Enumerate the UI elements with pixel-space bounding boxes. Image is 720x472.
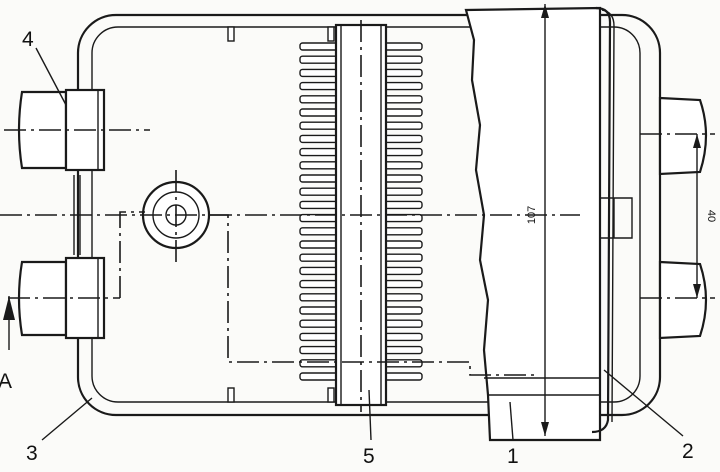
heatsink-fin-right: [383, 240, 423, 249]
heatsink-fin-left: [299, 55, 339, 64]
heatsink-fin-left: [299, 279, 339, 289]
dimension-pitch: [693, 134, 701, 298]
heatsink-fin-left: [299, 306, 339, 315]
heatsink-fin-right: [383, 42, 423, 51]
heatsink-fin-left: [299, 345, 339, 355]
heatsink-fin-right: [383, 253, 423, 262]
heatsink-fin-left: [299, 359, 339, 368]
heatsink-fin-left: [299, 95, 339, 104]
heatsink-fin-right: [383, 279, 423, 289]
heatsink-fins-right: [383, 42, 423, 381]
heatsink-fin-right: [383, 161, 423, 170]
heatsink-fin-left: [299, 240, 339, 249]
heatsink-fin-left: [299, 68, 339, 78]
connector-right-lower: [658, 260, 708, 340]
heatsink-fin-right: [383, 81, 423, 91]
heatsink-fin-left: [299, 319, 339, 328]
label-part-1: 1: [507, 445, 519, 468]
dimension-pitch-text: 40: [705, 210, 717, 222]
heatsink-fin-left: [299, 42, 339, 51]
heatsink-fin-right: [383, 319, 423, 328]
label-part-5: 5: [363, 445, 375, 468]
heatsink-fin-left: [299, 227, 339, 236]
section-label-a: A: [0, 370, 12, 393]
heatsink-fin-right: [383, 306, 423, 315]
heatsink-fin-left: [299, 108, 339, 117]
label-part-2: 2: [682, 440, 694, 463]
heatsink-fin-right: [383, 134, 423, 144]
leader-lines: [35, 47, 684, 441]
heatsink-fin-left: [299, 293, 339, 302]
heatsink-fin-left: [299, 174, 339, 183]
heatsink-fin-right: [383, 266, 423, 276]
heatsink-fin-right: [383, 108, 423, 117]
wall-notches: [227, 26, 335, 403]
heatsink-fin-left: [299, 372, 339, 381]
heatsink-fin-right: [383, 359, 423, 368]
heatsink-fin-right: [383, 227, 423, 236]
connector-right-upper: [658, 96, 708, 176]
heatsink-fin-left: [299, 81, 339, 91]
heatsink-fins-left: [299, 42, 339, 381]
heatsink-fin-right: [383, 174, 423, 183]
heatsink-fin-left: [299, 121, 339, 130]
heatsink-fin-left: [299, 161, 339, 170]
section-arrow-a: [3, 296, 15, 350]
heatsink-fin-right: [383, 147, 423, 157]
heatsink-fin-left: [299, 200, 339, 210]
label-part-3: 3: [26, 442, 38, 465]
center-lines: [0, 20, 715, 412]
retaining-clip: [591, 6, 612, 434]
heatsink-fin-right: [383, 121, 423, 130]
label-part-4: 4: [22, 28, 34, 51]
heatsink-fin-right: [383, 345, 423, 355]
dimension-height: [541, 4, 549, 436]
heatsink-fin-right: [383, 187, 423, 196]
heatsink-fin-right: [383, 372, 423, 381]
cover-shell: [464, 6, 602, 442]
heatsink-fin-left: [299, 134, 339, 144]
heatsink-fin-left: [299, 266, 339, 276]
heatsink-fin-right: [383, 55, 423, 64]
heatsink-fin-right: [383, 68, 423, 78]
heatsink-fin-left: [299, 253, 339, 262]
heatsink-fin-left: [299, 332, 339, 342]
heatsink-fin-right: [383, 293, 423, 302]
heatsink-fin-right: [383, 332, 423, 342]
heatsink-fin-right: [383, 200, 423, 210]
heatsink-fin-left: [299, 147, 339, 157]
heatsink-fin-left: [299, 187, 339, 196]
heatsink-fin-right: [383, 95, 423, 104]
